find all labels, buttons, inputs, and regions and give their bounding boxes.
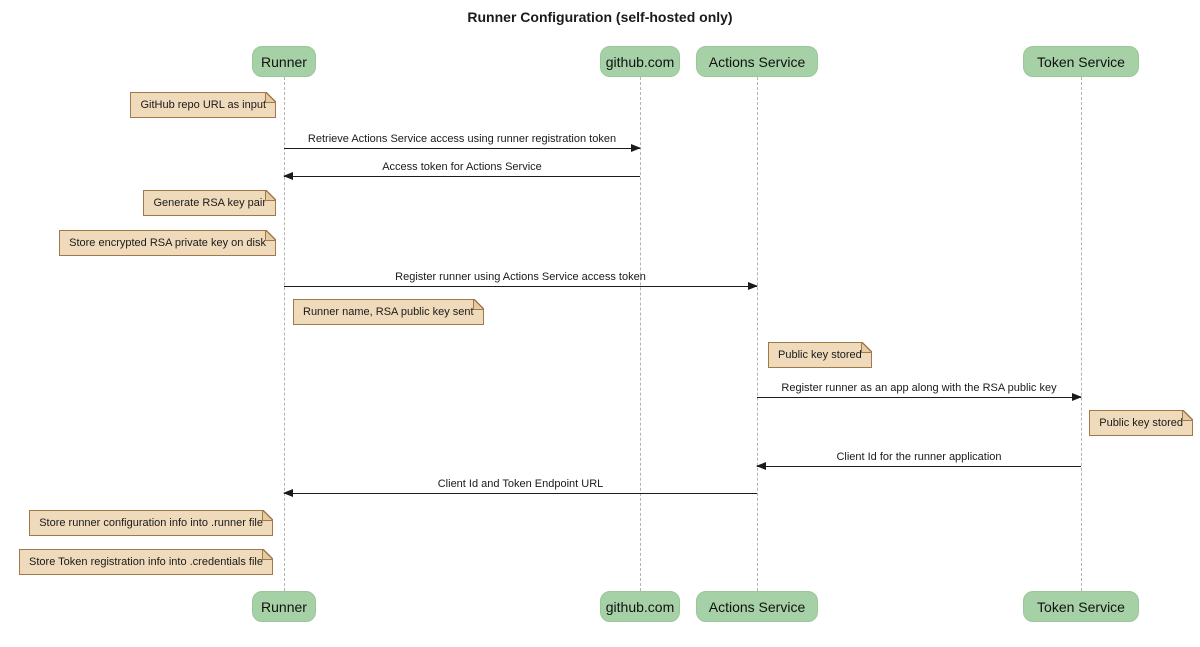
participant-token-service-bottom: Token Service (1023, 591, 1139, 622)
arrow-left-icon (283, 172, 640, 180)
participant-runner-top: Runner (252, 46, 316, 77)
message-label: Retrieve Actions Service access using ru… (307, 133, 617, 145)
message-client-id-endpoint: Client Id and Token Endpoint URL (283, 478, 757, 497)
note-store-runner-file: Store runner configuration info into .ru… (29, 510, 273, 536)
arrow-right-icon (284, 144, 641, 152)
arrow-left-icon (283, 489, 757, 497)
message-label: Register runner using Actions Service ac… (395, 271, 646, 283)
note-public-key-stored-token: Public key stored (1089, 410, 1193, 436)
message-access-token: Access token for Actions Service (283, 161, 640, 180)
participant-token-service-top: Token Service (1023, 46, 1139, 77)
note-runner-name-sent: Runner name, RSA public key sent (293, 299, 484, 325)
arrow-left-icon (756, 462, 1081, 470)
arrow-right-icon (284, 282, 758, 290)
participant-actions-service-bottom: Actions Service (696, 591, 818, 622)
note-store-credentials-file: Store Token registration info into .cred… (19, 549, 273, 575)
message-client-id: Client Id for the runner application (756, 451, 1081, 470)
message-label: Client Id for the runner application (836, 451, 1002, 463)
note-repo-url: GitHub repo URL as input (130, 92, 276, 118)
participant-actions-service-top: Actions Service (696, 46, 818, 77)
message-label: Client Id and Token Endpoint URL (437, 478, 604, 490)
message-label: Access token for Actions Service (382, 161, 542, 173)
message-retrieve-access: Retrieve Actions Service access using ru… (284, 133, 641, 152)
lifeline-runner (284, 77, 285, 591)
message-label: Register runner as an app along with the… (781, 382, 1057, 394)
diagram-title: Runner Configuration (self-hosted only) (467, 9, 733, 25)
note-public-key-stored-actions: Public key stored (768, 342, 872, 368)
lifeline-token-service (1081, 77, 1082, 591)
participant-runner-bottom: Runner (252, 591, 316, 622)
arrow-right-icon (757, 393, 1082, 401)
message-register-runner: Register runner using Actions Service ac… (284, 271, 758, 290)
message-register-app: Register runner as an app along with the… (757, 382, 1082, 401)
participant-github-bottom: github.com (600, 591, 680, 622)
note-generate-rsa: Generate RSA key pair (143, 190, 276, 216)
participant-github-top: github.com (600, 46, 680, 77)
lifeline-github (640, 77, 641, 591)
lifeline-actions-service (757, 77, 758, 591)
note-store-private-key: Store encrypted RSA private key on disk (59, 230, 276, 256)
